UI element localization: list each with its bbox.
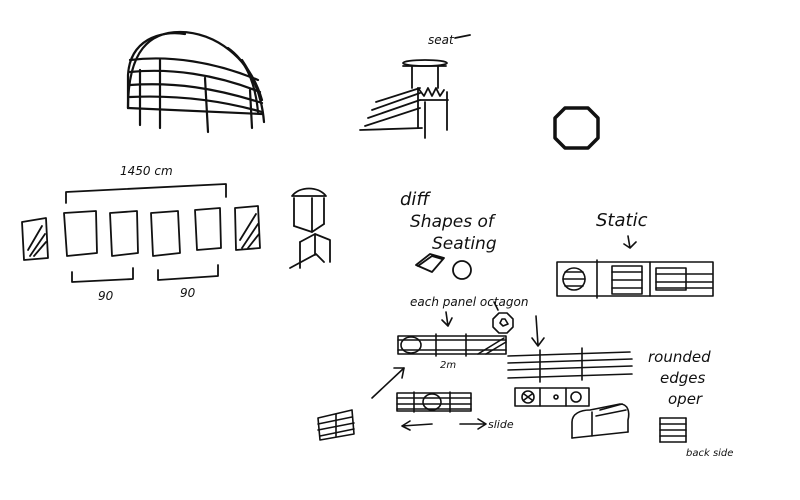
each-panel-label: each panel octagon xyxy=(410,295,528,309)
seat-piece-sketches xyxy=(289,187,331,269)
seat-steps-sketch xyxy=(359,34,471,139)
octagon-shape xyxy=(553,106,600,150)
seating-shapes-sketch xyxy=(415,253,472,280)
diff-label-1: diff xyxy=(400,189,431,210)
panel-octagon-sketch xyxy=(441,301,545,347)
long-bench-sketch xyxy=(507,347,633,383)
seat-label: seat xyxy=(428,33,455,47)
width-left-label: 90 xyxy=(98,289,114,303)
two-meter-label: 2m xyxy=(440,360,456,371)
static-panel-sketch xyxy=(556,235,714,299)
arched-canopy-sketch xyxy=(126,30,266,134)
circle-panel-sketch xyxy=(514,387,590,407)
panel-row-sketch xyxy=(21,183,261,283)
sliding-panel-sketch xyxy=(396,391,487,431)
rounded-bench-sketch xyxy=(571,403,630,439)
arrow-sketch xyxy=(371,367,405,399)
two-meter-panel-sketch xyxy=(397,333,507,357)
rounded-label-1: rounded xyxy=(648,348,711,366)
back-side-sketch xyxy=(659,417,687,443)
slide-label: slide xyxy=(488,418,514,431)
width-right-label: 90 xyxy=(180,286,196,300)
back-side-label: back side xyxy=(686,448,733,459)
diff-label-2: Shapes of xyxy=(410,212,497,232)
rounded-label-3: oper xyxy=(668,390,703,408)
rounded-label-2: edges xyxy=(660,369,706,387)
width-total-label: 1450 cm xyxy=(120,164,173,178)
diff-label-3: Seating xyxy=(432,234,497,254)
stacked-bench-sketch xyxy=(317,409,355,441)
static-label: Static xyxy=(596,210,648,231)
